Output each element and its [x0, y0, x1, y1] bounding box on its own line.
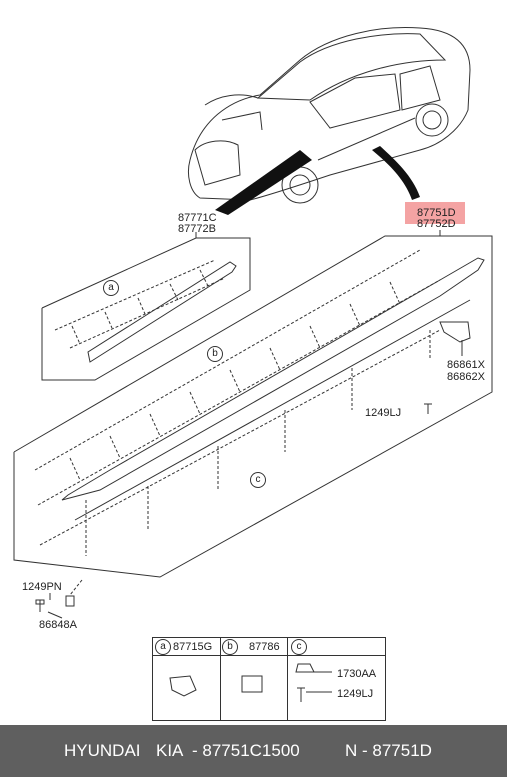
parts-diagram	[13, 27, 493, 702]
rail-box-upper	[41, 232, 251, 381]
label-rail-small: 87771C	[178, 212, 217, 224]
label-sill-main: 87751D	[417, 207, 456, 219]
legend-part-b: 87786	[249, 641, 280, 653]
footer-part-number: - 87751C1500	[192, 741, 300, 760]
label-sill-main-2: 87752D	[417, 218, 456, 230]
legend-part-c1: 1730AA	[337, 668, 377, 680]
callout-c: c	[250, 472, 266, 488]
footer-brand: HYUNDAI	[64, 741, 141, 760]
footer-bar: HYUNDAI KIA - 87751C1500 N - 87751D	[0, 725, 507, 777]
car-illustration	[187, 27, 471, 204]
legend-part-c2: 1249LJ	[337, 688, 374, 700]
label-bracket: 86861X	[447, 359, 485, 371]
highlight-box	[405, 202, 465, 224]
legend-key-a: a	[155, 639, 171, 655]
callout-a: a	[103, 280, 119, 296]
legend-key-b: b	[222, 639, 238, 655]
label-screw-right: 1249LJ	[365, 407, 402, 419]
legend-icons	[169, 663, 332, 702]
legend-part-a: 87715G	[173, 641, 213, 653]
label-rail-small-2: 87772B	[178, 223, 216, 235]
sill-box-main	[13, 230, 493, 619]
callout-b: b	[207, 346, 223, 362]
footer-n-number: N - 87751D	[345, 741, 432, 760]
legend-table: a 87715G b 87786 c 1730AA 1249LJ	[152, 637, 386, 721]
label-clip-left: 86848A	[39, 619, 77, 631]
label-bracket-2: 86862X	[447, 371, 485, 383]
footer-brand-2: KIA	[156, 741, 184, 760]
label-screw-left: 1249PN	[22, 581, 62, 593]
legend-key-c: c	[291, 639, 307, 655]
